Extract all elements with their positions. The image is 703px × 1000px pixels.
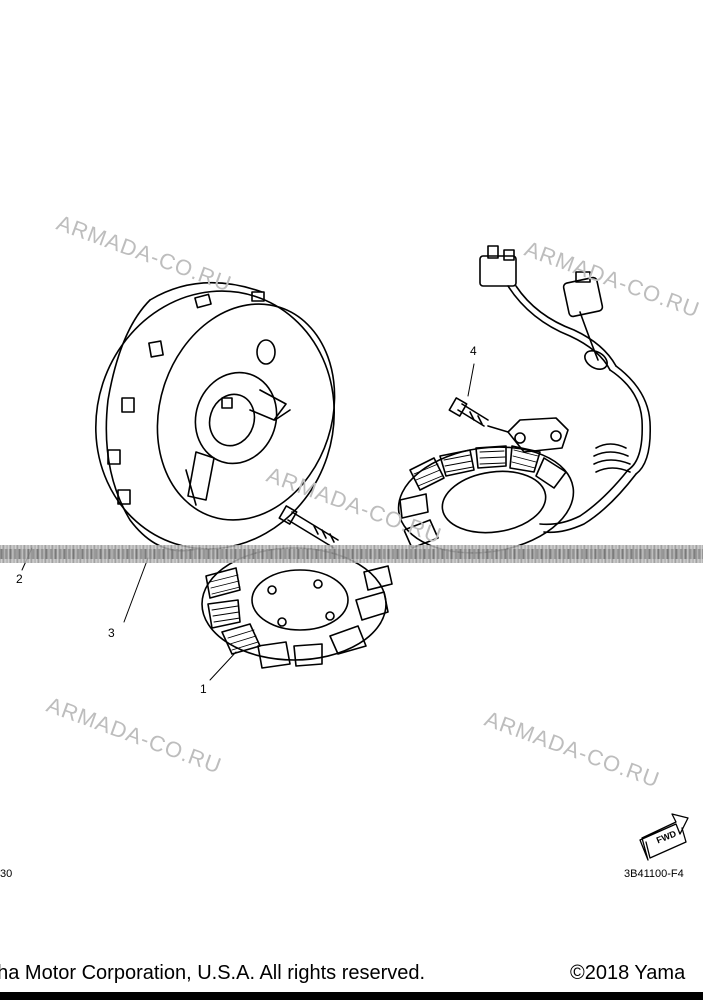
rotor-flywheel — [95, 281, 336, 552]
bolt-part-2 — [278, 505, 339, 549]
bottom-bar — [0, 992, 703, 1000]
scan-noise-band-detail — [0, 549, 703, 559]
diagram-code: 3B41100-F4 — [624, 868, 684, 880]
callout-part-1: 1 — [200, 682, 207, 696]
stator-coil-lower — [201, 547, 393, 669]
bolt-part-4 — [448, 397, 489, 427]
callout-part-4: 4 — [470, 344, 477, 358]
page-code: 30 — [0, 868, 13, 880]
copyright-right: ©2018 Yama — [570, 962, 686, 984]
copyright-left: aha Motor Corporation, U.S.A. All rights… — [0, 962, 426, 984]
callout-part-2: 2 — [16, 572, 23, 586]
callout-part-3: 3 — [108, 626, 115, 640]
fwd-arrow-icon — [639, 813, 689, 861]
pickup-coil-bracket — [487, 417, 569, 453]
wiring-harness — [479, 245, 652, 534]
